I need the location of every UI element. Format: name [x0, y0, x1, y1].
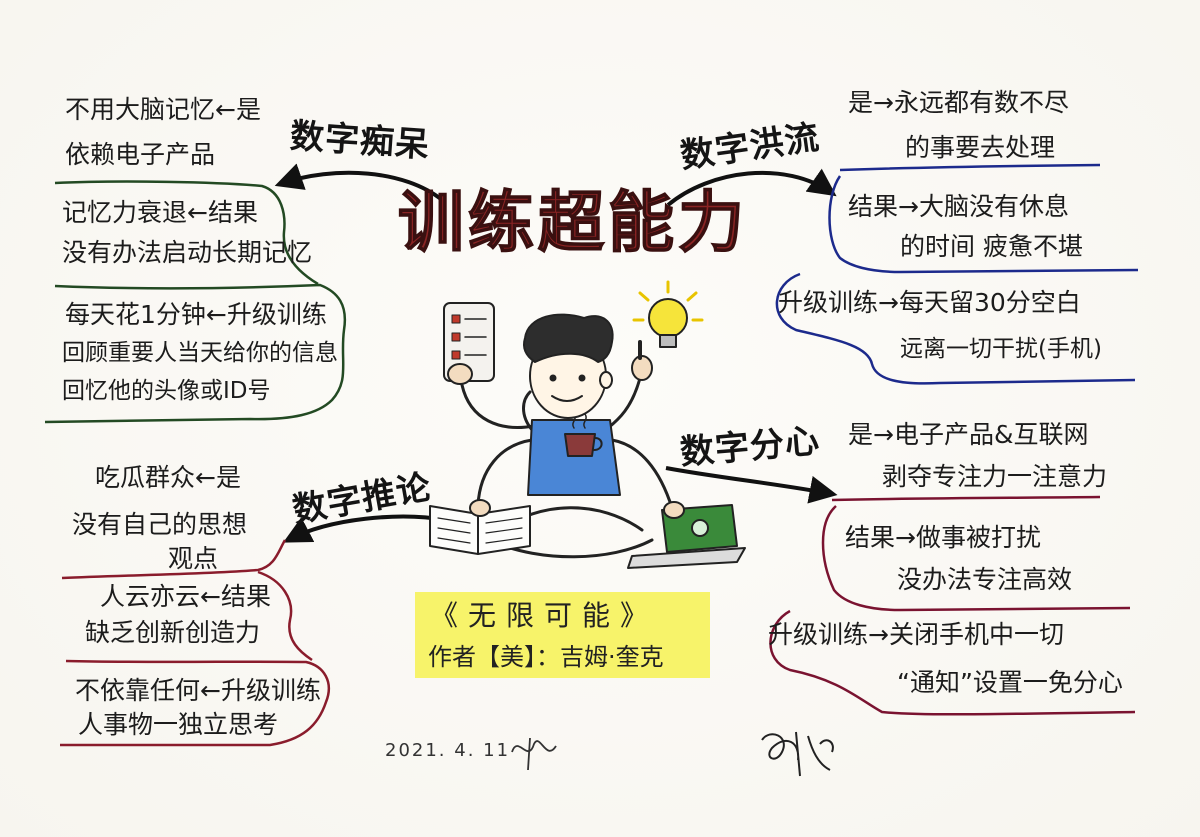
arm	[610, 438, 674, 510]
node-line: 升级训练→每天留30分空白	[778, 288, 1081, 317]
node-line: 的事要去处理	[905, 133, 1056, 162]
person-eye	[578, 374, 586, 382]
person-hair	[523, 313, 614, 363]
node-line: 远离一切干扰(手机)	[900, 336, 1102, 362]
book-highlight	[415, 592, 710, 678]
branch-divider	[61, 539, 287, 580]
node-line: 剥夺专注力一注意力	[882, 462, 1108, 491]
book-author: 作者【美】：吉姆·奎克	[428, 643, 664, 671]
phone-icon	[443, 302, 495, 382]
branch-divider	[775, 272, 1136, 385]
node-line: 结果→做事被打扰	[845, 523, 1041, 552]
node-line: 人事物一独立思考	[78, 710, 279, 739]
node-line: 升级训练→关闭手机中一切	[768, 620, 1064, 649]
arm	[476, 438, 534, 507]
node-line: 不依靠任何←升级训练	[75, 676, 321, 705]
node-line: 没有自己的思想	[72, 510, 248, 539]
branch-divider	[831, 495, 1101, 502]
node-line: 依赖电子产品	[65, 140, 216, 169]
branch-divider	[821, 505, 1131, 612]
node-line: 每天花1分钟←升级训练	[65, 300, 327, 329]
node-line: 回顾重要人当天给你的信息	[62, 340, 338, 366]
node-line: “通知”设置一免分心	[897, 668, 1123, 697]
arrow-digital-dementia	[274, 163, 444, 202]
coffee-cup-icon	[564, 413, 603, 457]
character-illustration	[429, 280, 746, 569]
node-line: 结果→大脑没有休息	[848, 192, 1069, 221]
branch-divider	[257, 570, 313, 662]
person-smile	[551, 395, 583, 402]
node-line: 是→永远都有数不尽	[848, 88, 1069, 117]
node-line: 观点	[168, 544, 219, 573]
pointing-hand	[631, 355, 653, 381]
branch-divider	[60, 659, 331, 747]
branch-label-digital-dementia: 数字痴呆	[288, 116, 432, 166]
arm	[606, 376, 642, 430]
flood-dividers	[775, 163, 1139, 385]
shirt	[527, 419, 621, 496]
signature	[761, 731, 834, 777]
hand	[663, 501, 685, 519]
arrow-digital-distraction	[665, 466, 838, 504]
person-eye	[549, 374, 557, 382]
node-line: 回忆他的头像或ID号	[62, 378, 271, 404]
arm	[460, 383, 536, 429]
node-line: 不用大脑记忆←是	[65, 95, 261, 124]
branch-divider	[44, 283, 347, 424]
node-line: 的时间 疲惫不堪	[900, 232, 1083, 261]
node-line: 是→电子产品&互联网	[848, 420, 1089, 449]
node-line: 没有办法启动长期记忆	[62, 238, 313, 267]
book-title: 《无限可能》	[430, 599, 659, 632]
arrow-digital-flood	[666, 168, 837, 207]
arm	[522, 390, 534, 432]
branch-divider	[839, 163, 1101, 172]
branch-divider	[54, 180, 319, 286]
person-ear	[599, 371, 613, 389]
date: 2021. 4. 11	[385, 740, 511, 761]
node-line: 没办法专注高效	[897, 565, 1073, 594]
distraction-dividers	[769, 495, 1136, 716]
central-title: 训练超能力	[397, 184, 748, 261]
node-line: 吃瓜群众←是	[95, 463, 241, 492]
reasoning-dividers	[60, 539, 331, 747]
hand	[469, 499, 491, 517]
signature-scribble	[511, 737, 557, 771]
laptop-icon	[627, 504, 746, 569]
lightbulb-icon	[632, 280, 704, 348]
node-line: 记忆力衰退←结果	[62, 198, 258, 227]
dementia-dividers	[44, 180, 347, 424]
node-line: 人云亦云←结果	[100, 582, 271, 611]
node-line: 缺乏创新创造力	[85, 618, 261, 647]
open-book-icon	[429, 505, 531, 555]
hand	[447, 363, 473, 385]
branch-divider	[828, 175, 1139, 274]
branch-divider	[769, 609, 1136, 716]
